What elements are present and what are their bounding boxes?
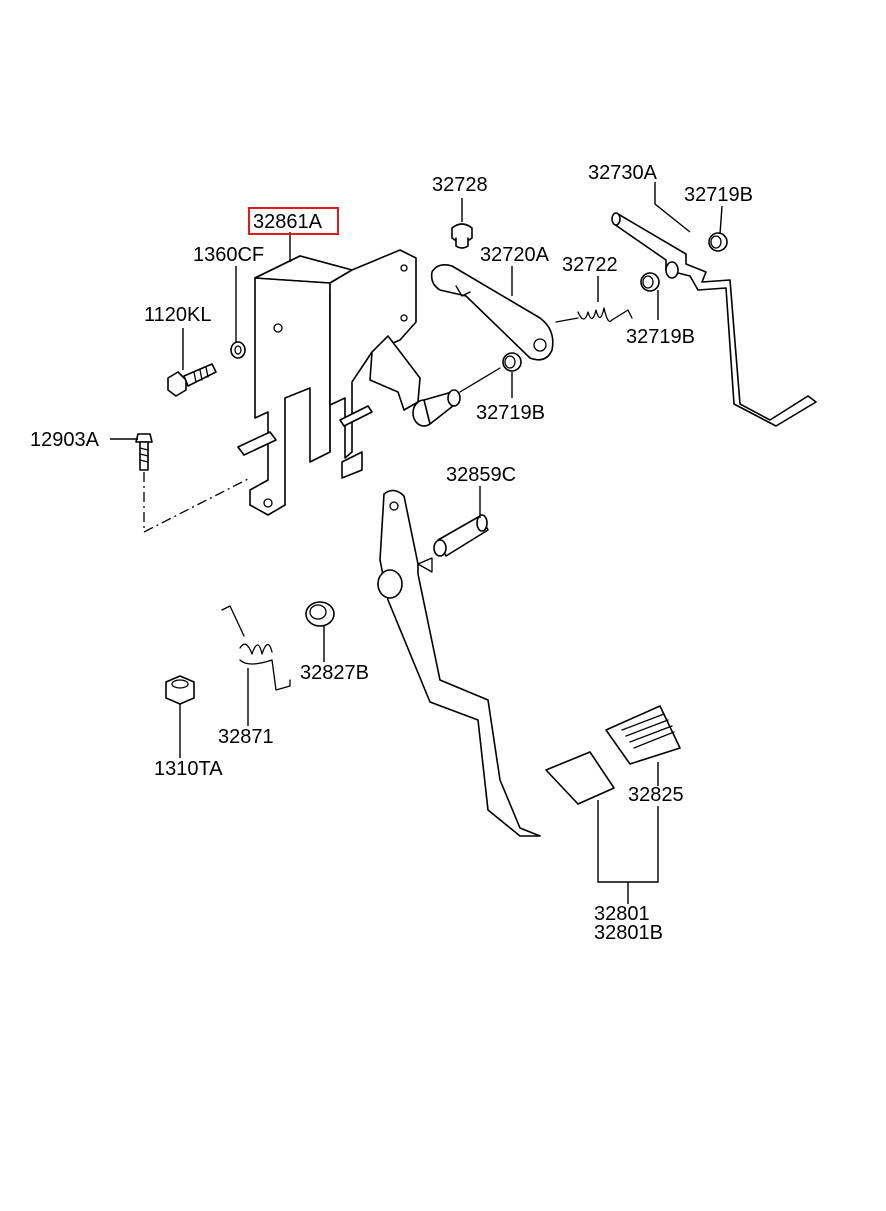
label-32719B-low[interactable]: 32719B [476,402,545,424]
pedal-arm[interactable] [377,489,541,837]
bolt-1120KL[interactable] [167,363,217,397]
spring-32871[interactable] [221,605,291,691]
label-1310TA[interactable]: 1310TA [154,758,223,780]
leader-lines [110,182,723,904]
nut-1310TA[interactable] [165,675,195,705]
pin-32859C[interactable] [433,514,489,557]
label-32728[interactable]: 32728 [432,174,488,196]
part-labels: 32861A 32728 32730A 32719B 1360CF 32720A… [30,162,753,944]
bushing-32719B-top[interactable] [708,232,728,252]
label-32827B[interactable]: 32827B [300,662,369,684]
label-32730A[interactable]: 32730A [588,162,658,184]
bushing-32719B-low[interactable] [459,352,522,393]
rod-32730A[interactable] [611,212,817,427]
pedal-pad-32801[interactable] [545,751,615,805]
spring-32722[interactable] [555,307,633,323]
bushing-32827B[interactable] [305,601,335,627]
label-32719B-top[interactable]: 32719B [684,184,753,206]
label-32720A[interactable]: 32720A [480,244,550,266]
label-32801B[interactable]: 32801B [594,922,663,944]
screw-12903A[interactable] [135,433,153,471]
label-1120KL[interactable]: 1120KL [144,304,211,326]
label-32825[interactable]: 32825 [628,784,684,806]
lever-32720A[interactable] [430,264,554,361]
pedal-pad-32825[interactable] [605,705,681,765]
washer-1360CF[interactable] [230,341,246,359]
label-1360CF[interactable]: 1360CF [193,244,264,266]
label-32719B-mid[interactable]: 32719B [626,326,695,348]
label-32861A[interactable]: 32861A [253,211,323,233]
stopper-32728[interactable] [451,223,473,249]
label-32859C[interactable]: 32859C [446,464,516,486]
highlight-box [248,207,339,235]
label-32871[interactable]: 32871 [218,726,274,748]
label-32801[interactable]: 32801 [594,903,650,925]
label-32722[interactable]: 32722 [562,254,618,276]
bushing-32719B-mid[interactable] [640,272,660,292]
pedal-bracket[interactable] [237,249,461,516]
label-12903A[interactable]: 12903A [30,429,100,451]
